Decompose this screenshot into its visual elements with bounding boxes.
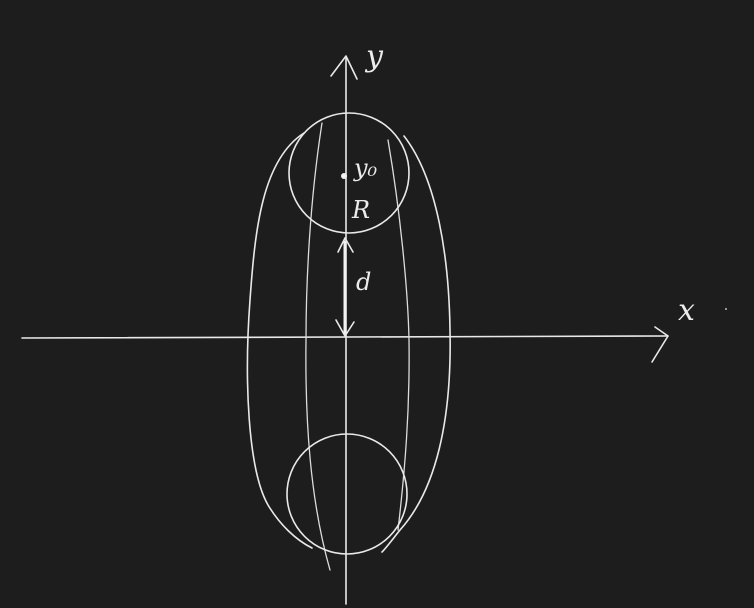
distance-label: d: [356, 268, 371, 296]
stray-dot: [725, 308, 727, 310]
upper-circle: [288, 112, 410, 234]
center-label: y₀: [353, 154, 378, 182]
inner-contour: [305, 122, 410, 571]
center-point: [341, 173, 347, 179]
y-axis-label: y: [364, 39, 384, 74]
x-axis: [21, 326, 669, 363]
lower-circle: [286, 433, 408, 555]
outer-contour: [246, 132, 451, 553]
x-axis-label: x: [678, 293, 695, 328]
distance-arrow: [335, 237, 355, 337]
radius-label: R: [351, 196, 370, 224]
